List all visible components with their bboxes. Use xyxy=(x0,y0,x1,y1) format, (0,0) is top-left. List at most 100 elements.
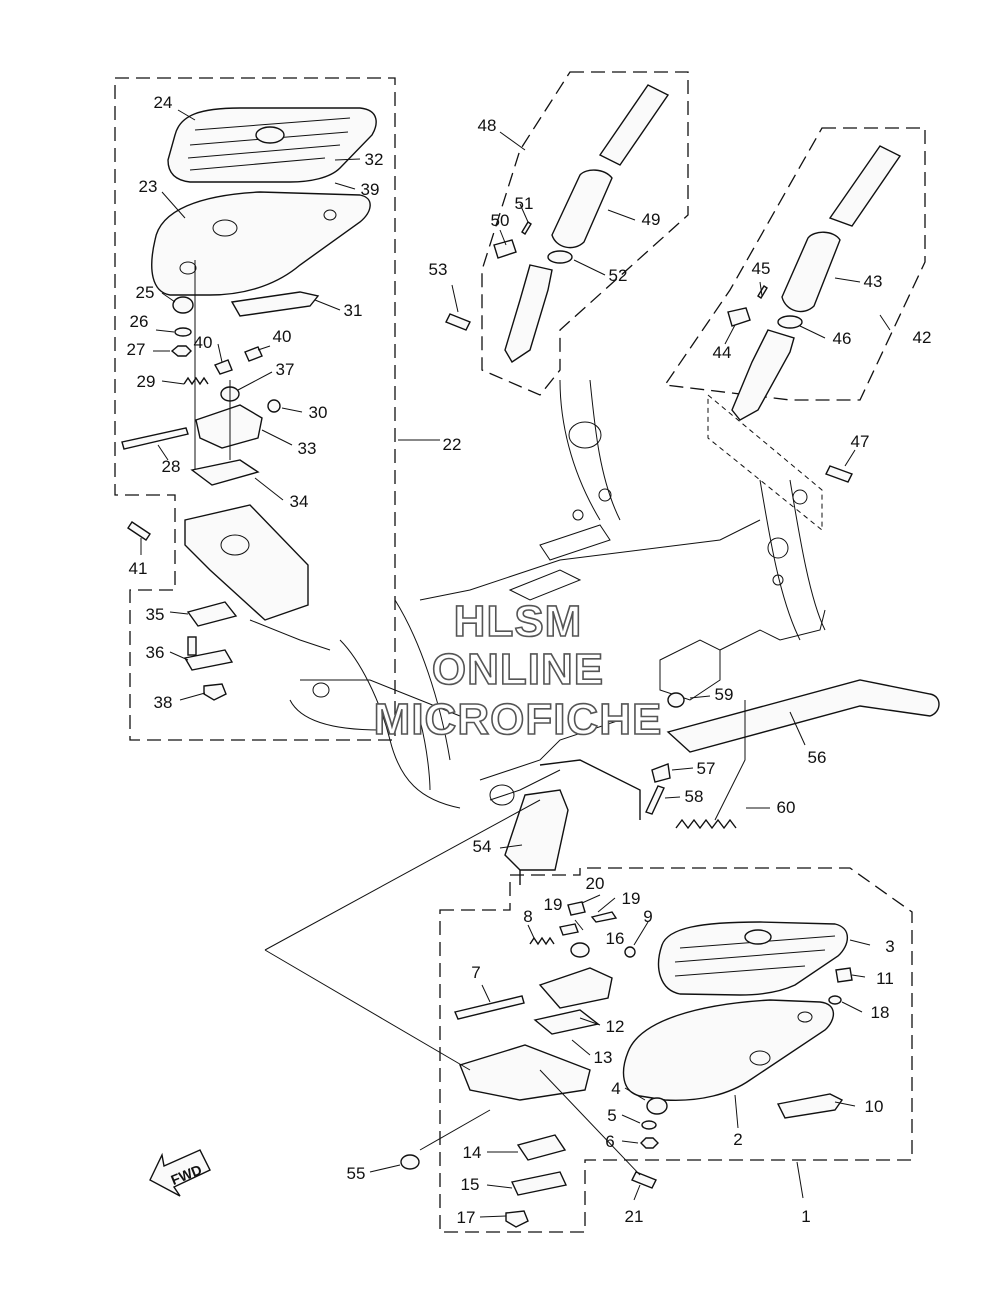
part-callout-13: 13 xyxy=(594,1048,613,1067)
part-callout-32: 32 xyxy=(365,150,384,169)
part-callout-20: 20 xyxy=(586,874,605,893)
footboard-mat-right xyxy=(657,921,849,996)
part-callout-39: 39 xyxy=(361,180,380,199)
footboard-mount-bracket-right xyxy=(459,1044,591,1101)
sidestand-lever xyxy=(666,679,940,753)
pedal-rubber-shift xyxy=(781,231,841,313)
part-callout-23: 23 xyxy=(139,177,158,196)
footboard-mat-left xyxy=(167,107,377,183)
part-callout-2: 2 xyxy=(733,1130,742,1149)
part-callout-47: 47 xyxy=(851,432,870,451)
part-callout-21: 21 xyxy=(625,1207,644,1226)
part-callout-52: 52 xyxy=(609,266,628,285)
forward-direction-indicator: FWD xyxy=(149,1149,211,1197)
part-callout-19a: 19 xyxy=(544,895,563,914)
watermark-line-1: HLSM xyxy=(454,597,583,646)
part-callout-18: 18 xyxy=(871,1003,890,1022)
part-callout-12: 12 xyxy=(606,1017,625,1036)
watermark-line-2: ONLINE xyxy=(432,645,604,694)
part-callout-10: 10 xyxy=(865,1097,884,1116)
part-callout-1: 1 xyxy=(801,1207,810,1226)
part-callout-28: 28 xyxy=(162,457,181,476)
part-callout-54: 54 xyxy=(473,837,492,856)
forward-arrow-icon xyxy=(149,1149,211,1197)
pivot-pin-left xyxy=(121,427,189,450)
part-callout-56: 56 xyxy=(808,748,827,767)
grommet-left xyxy=(172,296,194,314)
part-callout-34: 34 xyxy=(290,492,309,511)
part-callout-60: 60 xyxy=(777,798,796,817)
right-footboard-assembly-boundary xyxy=(439,867,913,1233)
part-callout-5: 5 xyxy=(607,1106,616,1125)
part-callout-55: 55 xyxy=(347,1164,366,1183)
pedal-arm-shift xyxy=(731,329,795,421)
brake-pedal-assembly xyxy=(445,84,670,363)
watermark-line-3: MICROFICHE xyxy=(374,695,663,744)
bracket-left xyxy=(230,291,320,317)
part-callout-48: 48 xyxy=(478,116,497,135)
part-callout-53: 53 xyxy=(429,260,448,279)
pedal-rubber-brake xyxy=(551,169,613,249)
part-callout-29: 29 xyxy=(137,372,156,391)
part-callout-41: 41 xyxy=(129,559,148,578)
part-callout-27: 27 xyxy=(127,340,146,359)
part-callout-33: 33 xyxy=(298,439,317,458)
part-callout-57: 57 xyxy=(697,759,716,778)
left-footboard-assembly xyxy=(121,107,377,701)
footboard-mount-bracket-left xyxy=(184,504,309,621)
left-footboard-assembly-boundary xyxy=(114,77,396,741)
right-footboard-assembly xyxy=(400,901,853,1228)
part-callout-45: 45 xyxy=(752,259,771,278)
pivot-pin-right xyxy=(454,995,525,1020)
part-callout-11: 11 xyxy=(876,969,894,988)
shift-pedal-assembly-boundary xyxy=(663,127,926,401)
watermark: HLSM ONLINE MICROFICHE xyxy=(373,596,663,745)
pedal-shaft-brake xyxy=(598,84,670,166)
frame-outline xyxy=(249,379,826,809)
part-callout-14: 14 xyxy=(463,1143,482,1162)
pedal-arm-brake xyxy=(504,264,553,363)
pivot-bracket-right xyxy=(538,967,613,1009)
part-callout-43: 43 xyxy=(864,272,883,291)
part-callout-35: 35 xyxy=(146,605,165,624)
brake-pedal-assembly-boundary xyxy=(481,71,689,396)
part-callout-44: 44 xyxy=(713,343,732,362)
part-callout-46: 46 xyxy=(833,329,852,348)
part-callout-25: 25 xyxy=(136,283,155,302)
part-callout-9: 9 xyxy=(643,907,652,926)
part-callout-49: 49 xyxy=(642,210,661,229)
part-callout-8: 8 xyxy=(523,907,532,926)
footboard-base-left xyxy=(151,191,371,296)
part-callout-6: 6 xyxy=(605,1132,614,1151)
part-callout-22: 22 xyxy=(443,435,462,454)
part-callout-37: 37 xyxy=(276,360,295,379)
part-callout-59: 59 xyxy=(715,685,734,704)
part-callout-36: 36 xyxy=(146,643,165,662)
part-callout-19b: 19 xyxy=(622,889,641,908)
part-callout-51: 51 xyxy=(515,194,534,213)
part-callout-4: 4 xyxy=(611,1079,620,1098)
footboard-base-right xyxy=(622,999,835,1102)
part-callout-50: 50 xyxy=(491,211,510,230)
part-callout-58: 58 xyxy=(685,787,704,806)
part-callout-17: 17 xyxy=(457,1208,476,1227)
part-callout-26: 26 xyxy=(130,312,149,331)
part-callout-24: 24 xyxy=(154,93,173,112)
part-callout-42: 42 xyxy=(913,328,932,347)
part-callout-40b: 40 xyxy=(273,327,292,346)
part-callout-31: 31 xyxy=(344,301,363,320)
assembly-boundaries xyxy=(114,71,926,1233)
part-callout-7: 7 xyxy=(471,963,480,982)
part-callout-15: 15 xyxy=(461,1175,480,1194)
shift-pedal-assembly xyxy=(727,145,902,483)
part-callout-38: 38 xyxy=(154,693,173,712)
part-callout-30: 30 xyxy=(309,403,328,422)
leader-lines xyxy=(140,109,891,1218)
part-callout-40a: 40 xyxy=(194,333,213,352)
part-callout-3: 3 xyxy=(885,937,894,956)
pivot-bracket-left xyxy=(195,404,263,449)
part-callout-16: 16 xyxy=(606,929,625,948)
